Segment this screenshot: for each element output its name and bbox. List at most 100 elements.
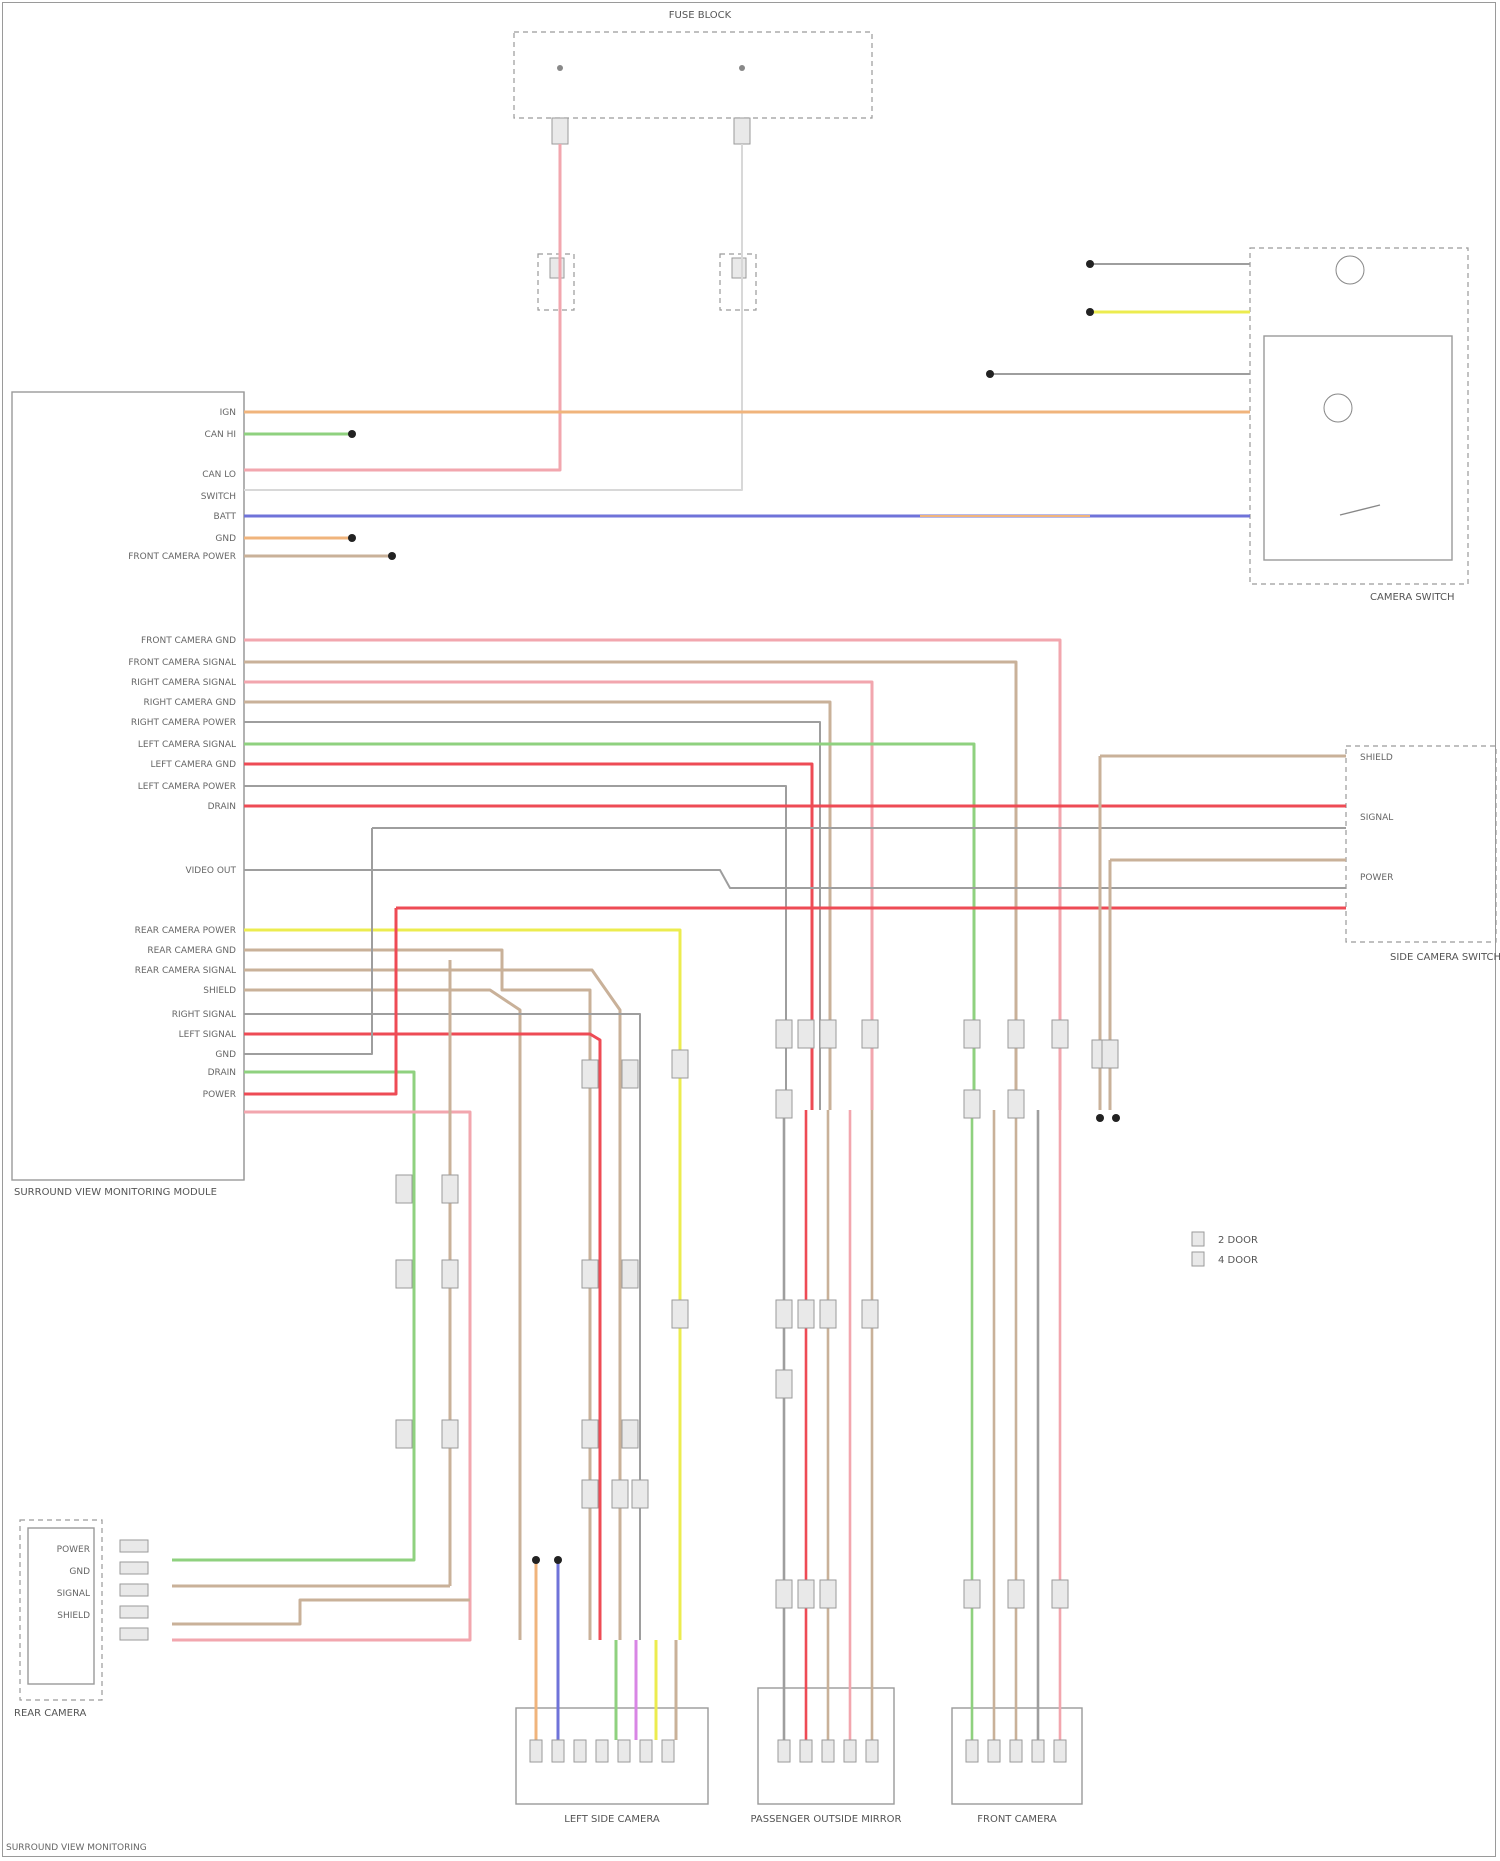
pin-label: FRONT CAMERA POWER	[128, 552, 236, 562]
wire-rear-shield	[244, 990, 520, 1640]
connector-pin	[120, 1628, 148, 1640]
wire-fuse-batt	[244, 144, 560, 470]
rear-camera-pin-label: POWER	[57, 1545, 90, 1555]
inline-connector	[1052, 1020, 1068, 1048]
splice-dots	[348, 260, 1120, 1564]
inline-connector	[798, 1580, 814, 1608]
splice-3	[532, 1556, 540, 1564]
pin-label: REAR CAMERA GND	[147, 946, 236, 956]
legend: 2 DOOR 4 DOOR	[1192, 1232, 1258, 1266]
inline-connector	[582, 1260, 598, 1288]
inline-connector	[964, 1020, 980, 1048]
inline-connector	[964, 1090, 980, 1118]
wire-right-sig-red	[244, 1034, 600, 1640]
inline-connector	[622, 1060, 638, 1088]
pin-label: LEFT CAMERA POWER	[138, 782, 236, 792]
camera-switch-title: CAMERA SWITCH	[1370, 592, 1455, 603]
switch-pin-label: SHIELD	[1360, 753, 1393, 763]
camera-switch: CAMERA SWITCH	[1250, 248, 1468, 603]
pin-label: DRAIN	[208, 1068, 236, 1078]
footer-text: SURROUND VIEW MONITORING	[6, 1843, 147, 1853]
pin-label: SHIELD	[203, 986, 236, 996]
splice-boxes-top	[538, 254, 756, 310]
wire-front-power	[244, 640, 1060, 1110]
fuse-block: FUSE BLOCK	[514, 10, 872, 144]
connector-pin	[574, 1740, 586, 1762]
wire-drain-red-2	[244, 908, 396, 1094]
side-camera-switch: SIDE CAMERA SWITCH SHIELD SIGNAL POWER	[1346, 746, 1500, 963]
rear-camera: REAR CAMERA POWERGNDSIGNALSHIELD	[14, 1520, 102, 1719]
pin-label: IGN	[220, 408, 236, 418]
inline-connector	[396, 1260, 412, 1288]
legend-2-door: 2 DOOR	[1218, 1235, 1258, 1246]
side-switch-title: SIDE CAMERA SWITCH	[1390, 952, 1500, 963]
connector-pin	[120, 1540, 148, 1552]
connector-pin	[530, 1740, 542, 1762]
inline-connector	[582, 1060, 598, 1088]
inline-connector	[1008, 1580, 1024, 1608]
inline-connector	[396, 1175, 412, 1203]
connector-pin	[596, 1740, 608, 1762]
inline-connector	[820, 1020, 836, 1048]
wire-gnd-green	[172, 1072, 414, 1560]
wire-layer	[120, 144, 1346, 1762]
connector-pin	[618, 1740, 630, 1762]
pin-label: FRONT CAMERA SIGNAL	[128, 658, 236, 668]
connector-pin	[822, 1740, 834, 1762]
connector-pin	[120, 1562, 148, 1574]
splice-2	[1086, 308, 1094, 316]
pin-label: LEFT CAMERA SIGNAL	[138, 740, 236, 750]
pin-label: RIGHT CAMERA POWER	[131, 718, 236, 728]
splice-can	[348, 430, 356, 438]
inline-connector	[862, 1020, 878, 1048]
left-camera-title: LEFT SIDE CAMERA	[564, 1814, 660, 1825]
pin-label: FRONT CAMERA GND	[141, 636, 236, 646]
inline-connector	[798, 1300, 814, 1328]
pin-label: DRAIN	[208, 802, 236, 812]
wire-rear-power	[244, 930, 680, 1640]
inline-connector	[622, 1420, 638, 1448]
connector-pin	[844, 1740, 856, 1762]
inline-connector	[672, 1300, 688, 1328]
connector-pin	[120, 1584, 148, 1596]
pin-label: BATT	[214, 512, 237, 522]
inline-connector	[442, 1260, 458, 1288]
wire-video-out	[244, 870, 1346, 888]
inline-connector	[776, 1580, 792, 1608]
switch-pin-label: SIGNAL	[1360, 813, 1393, 823]
connector-pin	[1054, 1740, 1066, 1762]
pin-label: RIGHT CAMERA GND	[144, 698, 237, 708]
inline-connector	[442, 1420, 458, 1448]
fuse-block-title: FUSE BLOCK	[669, 10, 732, 21]
pin-label: VIDEO OUT	[185, 866, 236, 876]
inline-connector	[776, 1020, 792, 1048]
splice-gray-top	[986, 370, 994, 378]
rear-camera-pin-label: SHIELD	[57, 1611, 90, 1621]
splice-4	[554, 1556, 562, 1564]
wire-rear-tan-1	[172, 1600, 470, 1624]
inline-connector	[776, 1090, 792, 1118]
pin-label: RIGHT CAMERA SIGNAL	[131, 678, 236, 688]
inline-connector	[672, 1050, 688, 1078]
pin-label: GND	[215, 1050, 236, 1060]
inline-connector	[1008, 1090, 1024, 1118]
connector-pin	[552, 1740, 564, 1762]
inline-connector	[964, 1580, 980, 1608]
rear-camera-title: REAR CAMERA	[14, 1708, 87, 1719]
pin-label: GND	[215, 534, 236, 544]
rear-camera-pin-label: GND	[69, 1567, 90, 1577]
connector-pin	[120, 1606, 148, 1618]
inline-connector	[582, 1480, 598, 1508]
switch-pin-label: POWER	[1360, 873, 1393, 883]
inline-connector	[1052, 1580, 1068, 1608]
wire-right-gnd	[244, 722, 820, 1110]
inline-connector	[1102, 1040, 1118, 1068]
splice-orange	[348, 534, 356, 542]
inline-connector	[820, 1580, 836, 1608]
main-module-title: SURROUND VIEW MONITORING MODULE	[14, 1187, 217, 1198]
inline-connector	[776, 1370, 792, 1398]
pin-label: SWITCH	[201, 492, 236, 502]
connector-pin	[866, 1740, 878, 1762]
